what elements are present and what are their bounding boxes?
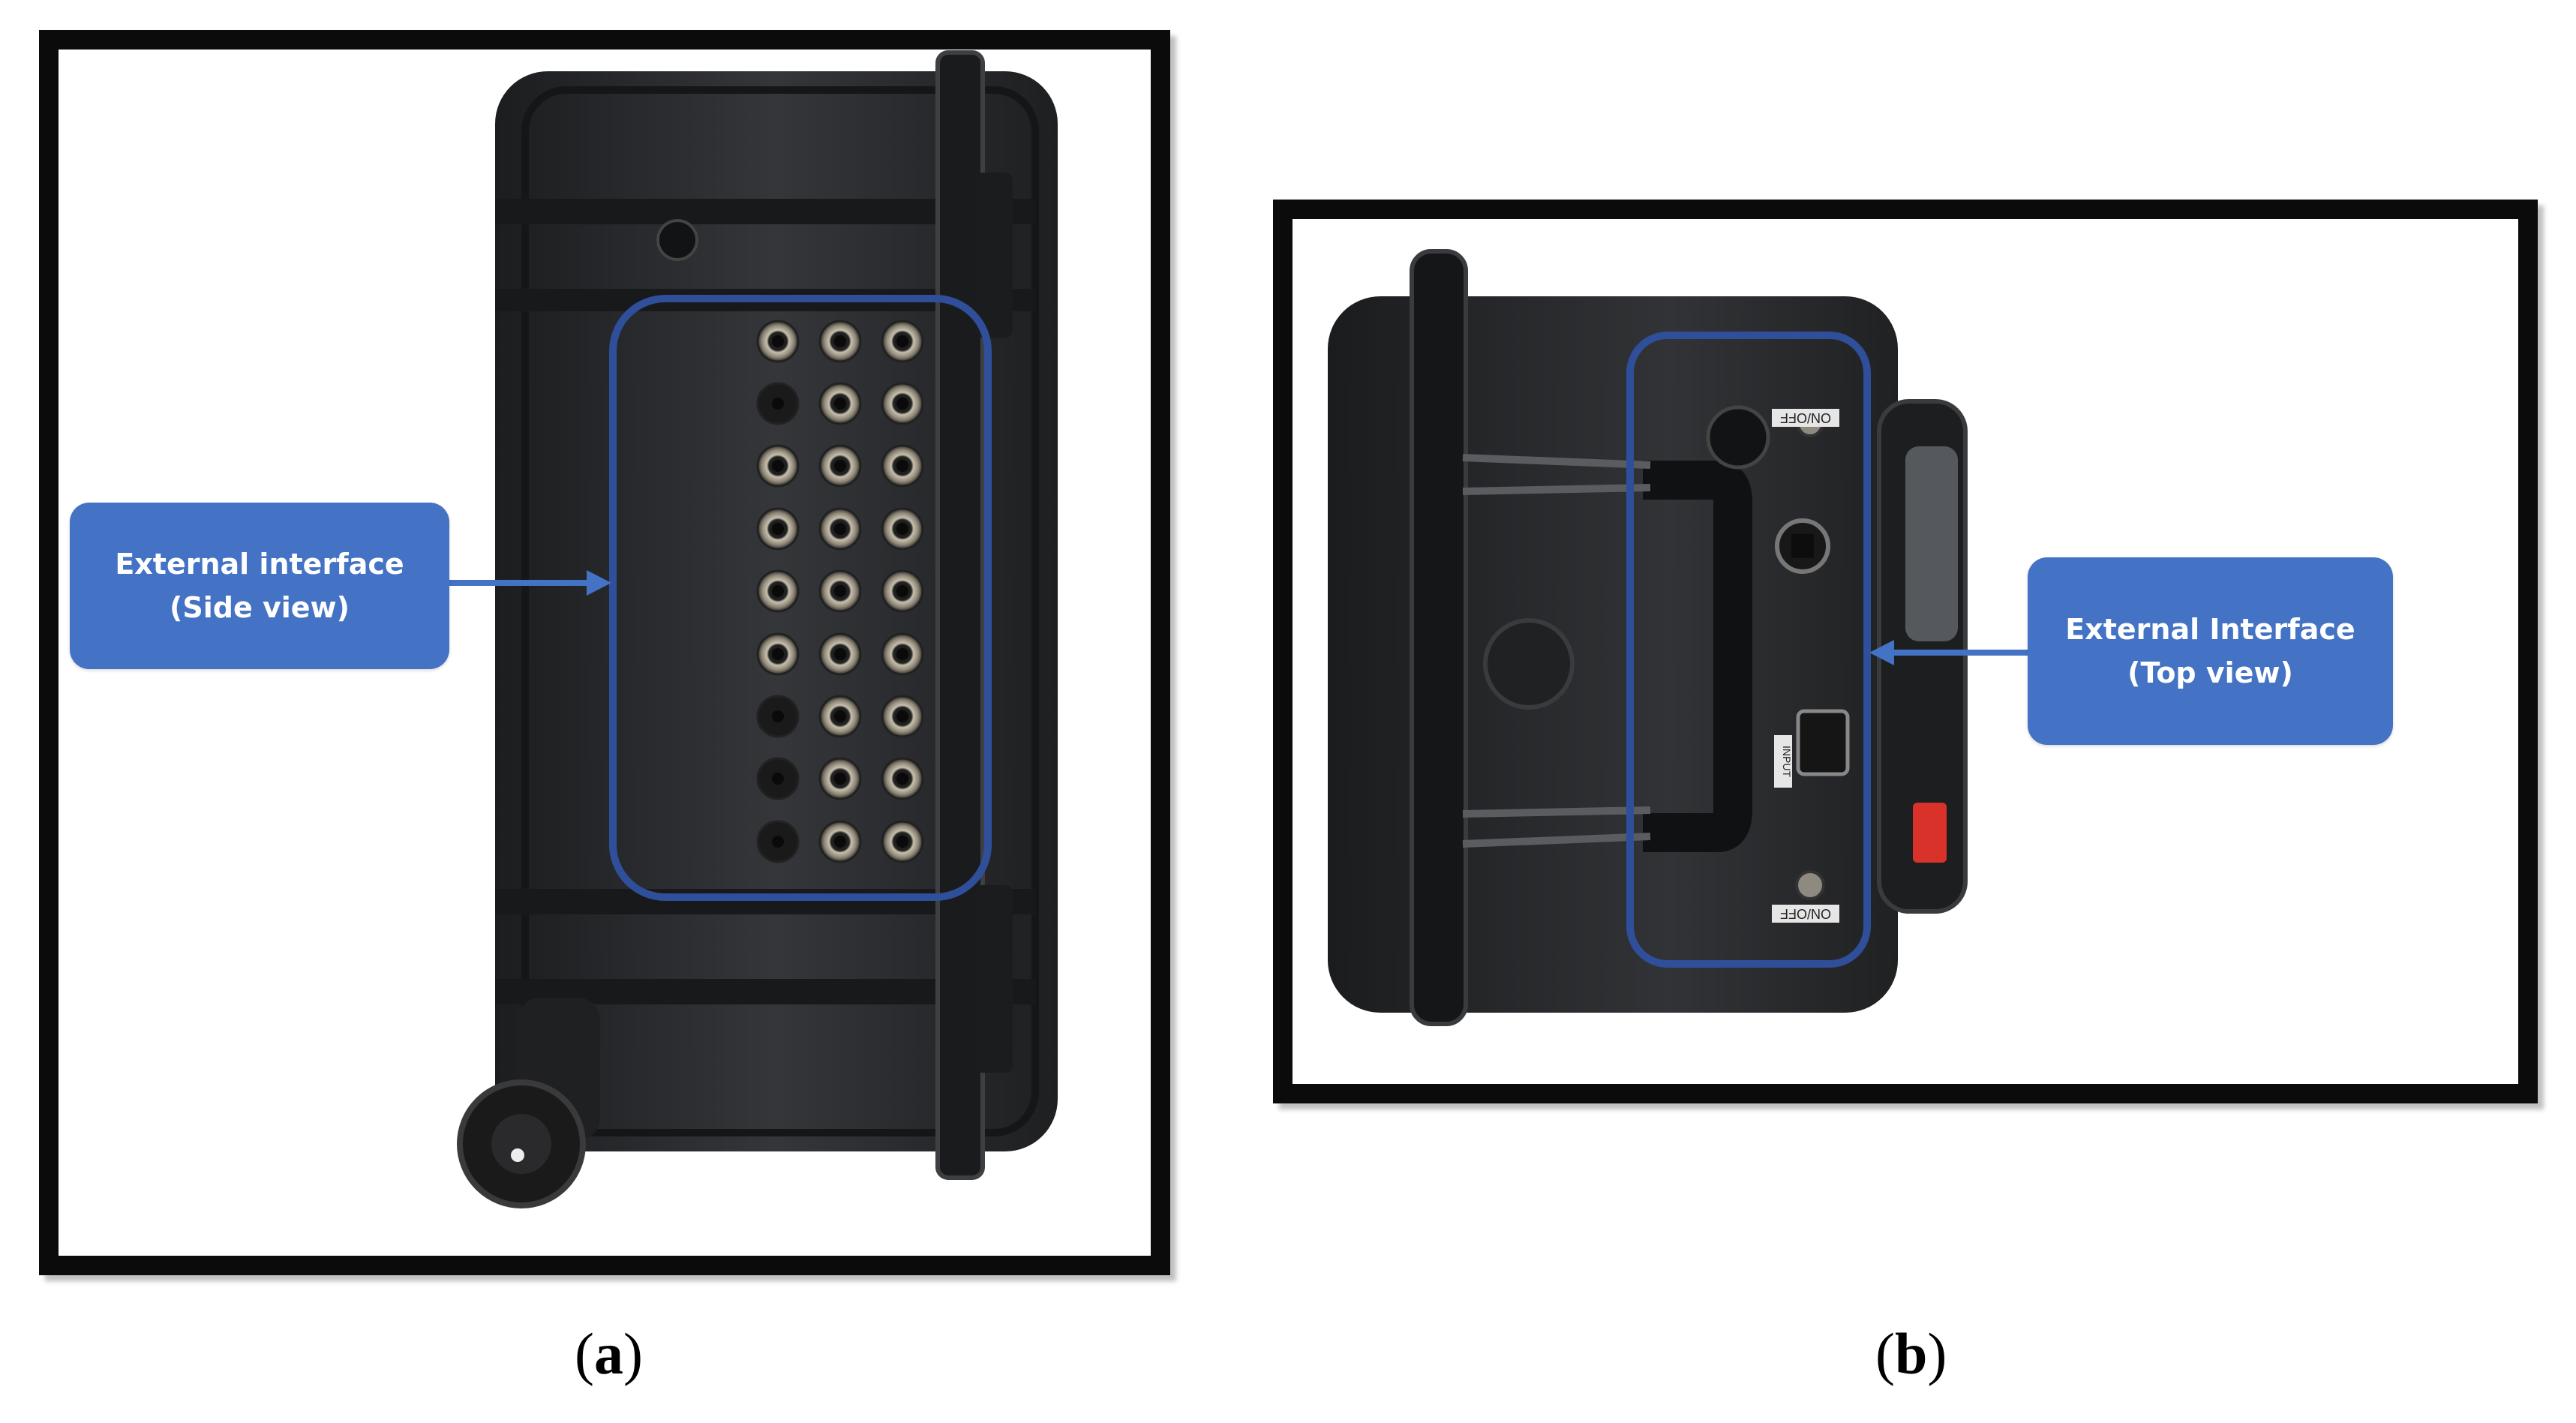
connector-port-pin (896, 398, 908, 410)
connector-port-pin (834, 523, 846, 535)
top-view-highlight (1626, 332, 1871, 968)
side-view-highlight (609, 295, 992, 901)
connector-port-pin (772, 585, 784, 597)
connector-port-pin (834, 836, 846, 848)
connector-port-pin (834, 585, 846, 597)
connector-port-pin (896, 648, 908, 660)
connector-port-pin (772, 398, 784, 410)
connector-port-pin (772, 648, 784, 660)
callout-side-view-line2: (Side view) (169, 591, 350, 624)
connector-port-pin (896, 335, 908, 347)
panel-a-letter: a (593, 1321, 623, 1386)
connector-port-pin (834, 335, 846, 347)
connector-port-pin (772, 335, 784, 347)
connector-port-pin (896, 773, 908, 785)
panel-b-label: (b) (1875, 1321, 1947, 1386)
label-bottom-switch: ON/OFF (1780, 906, 1831, 921)
connector-port-pin (834, 710, 846, 722)
connector-port-pin (896, 710, 908, 722)
connector-port-pin (772, 773, 784, 785)
case-top-view (1328, 249, 1968, 1026)
connector-port-pin (896, 585, 908, 597)
callout-side-view-line1: External interface (115, 548, 404, 581)
connector-port-pin (834, 648, 846, 660)
connector-port-pin (896, 523, 908, 535)
label-input: INPUT (1781, 746, 1793, 777)
connector-port-pin (834, 773, 846, 785)
callout-top-view-line2: (Top view) (2127, 656, 2293, 689)
connector-port-pin (834, 460, 846, 472)
connector-port-pin (896, 460, 908, 472)
connector-port-pin (772, 710, 784, 722)
connector-port-pin (772, 523, 784, 535)
panel-b-letter: b (1894, 1321, 1928, 1386)
label-top-switch: ON/OFF (1780, 410, 1831, 425)
connector-port-pin (772, 460, 784, 472)
callout-side-view: External interface (Side view) (70, 503, 449, 669)
side-view-arrow (449, 570, 611, 596)
connector-grid (756, 320, 924, 863)
callout-top-view: External Interface (Top view) (2028, 557, 2393, 745)
connector-port-pin (834, 398, 846, 410)
device-labels: ON/OFF INPUT ON/OFF (1772, 409, 1839, 923)
top-view-arrow (1869, 640, 2028, 665)
connector-port-pin (896, 836, 908, 848)
panel-a-label: (a) (575, 1321, 643, 1386)
callout-top-view-line1: External Interface (2065, 613, 2355, 646)
connector-port-pin (772, 836, 784, 848)
